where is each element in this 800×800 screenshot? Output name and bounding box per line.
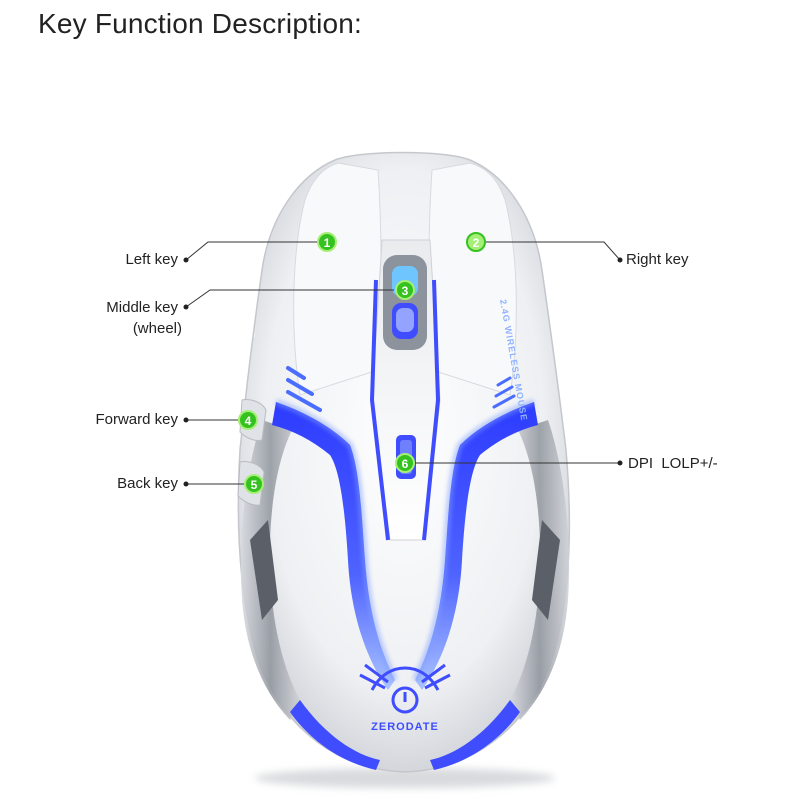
badge-4: 4 bbox=[238, 410, 258, 430]
callout-line-3 bbox=[185, 289, 394, 308]
right-vent bbox=[532, 520, 560, 620]
page-title: Key Function Description: bbox=[38, 8, 363, 39]
label-left-key: Left key bbox=[125, 251, 178, 268]
label-middle-key-sub: (wheel) bbox=[132, 320, 182, 337]
label-back-key: Back key bbox=[117, 475, 178, 492]
right-button-plate bbox=[428, 162, 517, 396]
right-light-glow bbox=[412, 399, 535, 682]
label-middle-key: Middle key bbox=[106, 299, 178, 316]
right-side-panel bbox=[510, 420, 570, 720]
callout-dots bbox=[183, 257, 623, 487]
wheel-glow bbox=[396, 308, 414, 332]
left-light-strip bbox=[272, 402, 395, 690]
badge-6: 6 bbox=[395, 453, 415, 473]
label-forward-key: Forward key bbox=[95, 411, 178, 428]
left-button-plate bbox=[293, 162, 382, 396]
callout-line-2 bbox=[484, 241, 621, 261]
badge-2-number: 2 bbox=[473, 236, 480, 250]
label-dpi: DPI LOLP+/- bbox=[628, 455, 718, 472]
left-grille bbox=[286, 366, 322, 412]
left-vent bbox=[250, 520, 278, 620]
badge-4-number: 4 bbox=[245, 414, 252, 428]
left-lower-light bbox=[290, 700, 380, 770]
callout-lines bbox=[185, 241, 621, 485]
badge-5-number: 5 bbox=[251, 478, 258, 492]
mouse-shadow bbox=[255, 768, 555, 788]
badge-3-number: 3 bbox=[402, 284, 409, 298]
left-light-glow bbox=[275, 399, 398, 682]
callout-line-1 bbox=[185, 241, 322, 261]
badge-1-number: 1 bbox=[324, 236, 331, 250]
badge-3: 3 bbox=[395, 280, 415, 300]
center-light-outline bbox=[369, 279, 441, 541]
badge-2: 2 bbox=[466, 232, 486, 252]
right-grille bbox=[492, 376, 516, 409]
badge-5: 5 bbox=[244, 474, 264, 494]
badge-6-number: 6 bbox=[402, 457, 409, 471]
brand-logo: ZERODATE bbox=[359, 663, 451, 733]
badge-1: 1 bbox=[317, 232, 337, 252]
brand-text: ZERODATE bbox=[371, 721, 439, 733]
right-lower-light bbox=[430, 700, 520, 770]
label-right-key: Right key bbox=[626, 251, 689, 268]
right-light-strip bbox=[415, 402, 538, 690]
